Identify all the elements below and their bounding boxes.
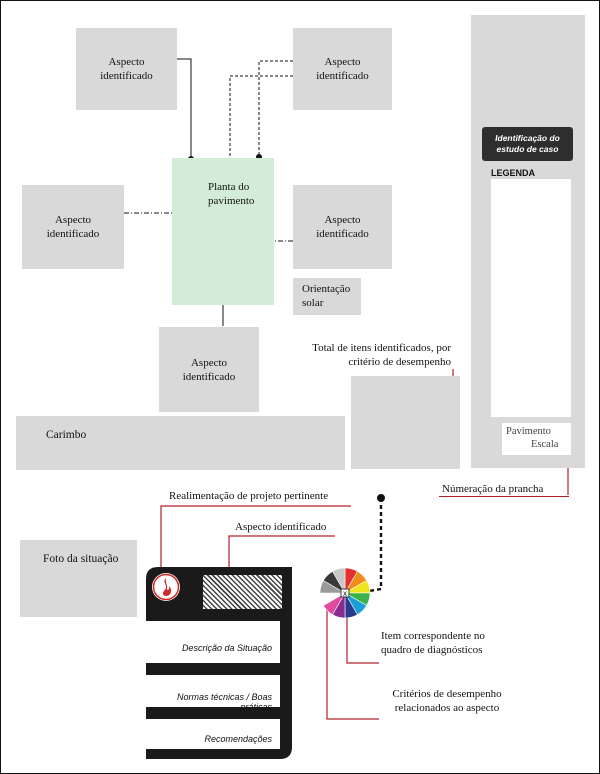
photo-label: Foto da situação bbox=[43, 553, 119, 565]
pavimento-escala-box: Pavimento Escala bbox=[502, 423, 571, 455]
aspect-box-top-right: Aspecto identificado bbox=[293, 28, 392, 110]
total-items-box bbox=[351, 376, 460, 469]
leader-item bbox=[346, 597, 379, 664]
dashed-link-dot bbox=[377, 494, 385, 502]
plan-label: Planta do pavimento bbox=[208, 181, 255, 207]
legend-area bbox=[491, 179, 571, 417]
aspect-box-mid-right: Aspecto identificado bbox=[293, 185, 392, 269]
feedback-label: Realimentação de projeto pertinente bbox=[169, 490, 329, 502]
aspect-box-bottom: Aspecto identificado bbox=[159, 327, 259, 412]
id-title-badge: Identificação do estudo de caso bbox=[482, 127, 573, 161]
legend-label: LEGENDA bbox=[491, 168, 536, 178]
solar-label: Orientação solar bbox=[302, 283, 351, 309]
info-card: Descrição da Situação Normas técnicas / … bbox=[146, 567, 296, 761]
right-panel: Identificação do estudo de caso LEGENDA … bbox=[471, 15, 585, 468]
escala-label: Escala bbox=[531, 439, 559, 450]
criteria-label: Critérios de desempenho relacionados ao … bbox=[392, 688, 502, 714]
leader-aspect bbox=[228, 535, 335, 581]
card-row-description: Descrição da Situação bbox=[181, 643, 272, 653]
carimbo-label: Carimbo bbox=[46, 429, 87, 441]
card-row-recommendations: Recomendações bbox=[204, 734, 272, 744]
dashed-link bbox=[368, 498, 383, 593]
card-row-standards: Normas técnicas / Boas práticas bbox=[176, 692, 272, 712]
photo-box: Foto da situação bbox=[20, 540, 137, 617]
color-wheel-icon: x bbox=[319, 567, 371, 619]
aspect-hatched-area bbox=[203, 575, 282, 609]
aspect-identified-label: Aspecto identificado bbox=[235, 521, 327, 533]
sheet-number-label: Númeração da prancha bbox=[442, 483, 544, 495]
card-shape bbox=[146, 567, 292, 759]
logo-flame-icon bbox=[152, 573, 180, 601]
total-items-label: Total de itens identificados, por critér… bbox=[312, 342, 451, 368]
solar-orientation-box: Orientação solar bbox=[293, 278, 361, 315]
item-label: Item correspondente no quadro de diagnós… bbox=[381, 630, 485, 656]
wheel-slice bbox=[332, 567, 346, 595]
plan-box: Planta do pavimento bbox=[172, 158, 274, 305]
leader-feedback bbox=[160, 505, 351, 581]
carimbo-box: Carimbo bbox=[16, 416, 345, 470]
aspect-box-top-left: Aspecto identificado bbox=[76, 28, 177, 110]
aspect-box-mid-left: Aspecto identificado bbox=[22, 185, 124, 269]
pavimento-label: Pavimento bbox=[506, 426, 551, 437]
wheel-mark: x bbox=[343, 589, 347, 598]
connector-top-right bbox=[258, 60, 293, 157]
connector-top-left bbox=[177, 58, 192, 159]
leader-criteria bbox=[326, 605, 379, 720]
connector-top-center bbox=[229, 75, 293, 167]
sheet-number-underline bbox=[439, 496, 569, 497]
